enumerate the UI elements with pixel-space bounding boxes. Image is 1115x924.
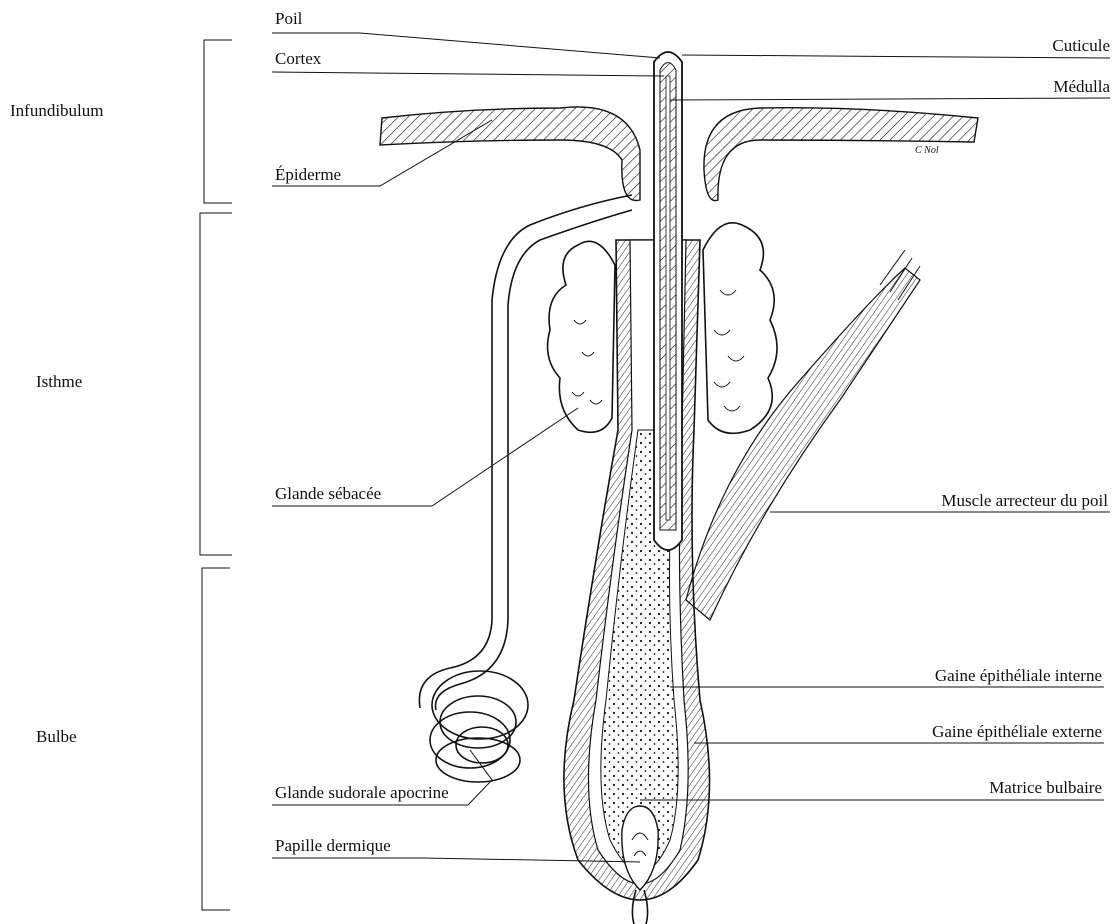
- sebaceous-left: [548, 241, 615, 432]
- artist-signature: C Nol: [915, 145, 939, 156]
- sweat-coil-4: [456, 727, 508, 763]
- sweat-coil-2: [440, 696, 516, 748]
- sweat-coil-1: [432, 671, 528, 739]
- label-muscle: Muscle arrecteur du poil: [941, 491, 1108, 510]
- bracket-bulbe: [202, 568, 230, 910]
- region-label-isthme: Isthme: [36, 372, 82, 391]
- label-cuticule: Cuticule: [1052, 36, 1110, 55]
- leader-cortex: [272, 72, 664, 76]
- leader-poil: [272, 33, 660, 58]
- region-label-infundibulum: Infundibulum: [10, 101, 104, 120]
- label-glande-sudorale: Glande sudorale apocrine: [275, 783, 449, 802]
- bracket-infundibulum: [204, 40, 232, 203]
- label-glande-sebacee: Glande sébacée: [275, 484, 381, 503]
- label-gaine-externe: Gaine épithéliale externe: [932, 722, 1102, 741]
- label-poil: Poil: [275, 9, 303, 28]
- label-papille: Papille dermique: [275, 836, 391, 855]
- label-epiderme: Épiderme: [275, 165, 341, 184]
- bracket-isthme: [200, 213, 232, 555]
- label-cortex: Cortex: [275, 49, 322, 68]
- sweat-coil-5: [436, 738, 520, 782]
- region-brackets: [200, 40, 232, 910]
- epidermis-left: [380, 107, 640, 201]
- hair-medulla: [666, 76, 670, 520]
- sebaceous-right: [703, 223, 777, 434]
- leader-cuticule: [682, 55, 1110, 58]
- muscle-body: [686, 268, 920, 620]
- label-gaine-interne: Gaine épithéliale interne: [935, 666, 1102, 685]
- region-label-bulbe: Bulbe: [36, 727, 77, 746]
- arrector-muscle: [686, 250, 920, 620]
- label-matrice: Matrice bulbaire: [989, 778, 1102, 797]
- label-medulla: Médulla: [1053, 77, 1110, 96]
- leader-medulla: [670, 98, 1110, 100]
